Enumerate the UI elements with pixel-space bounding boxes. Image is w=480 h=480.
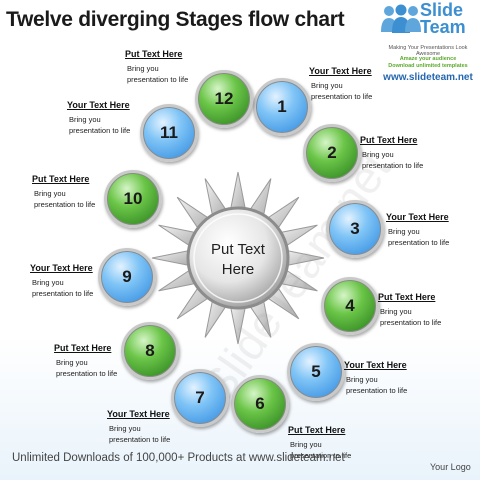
stage-body: Bring you presentation to life (346, 375, 408, 395)
stage-heading: Your Text Here (30, 263, 93, 273)
footer-text: Unlimited Downloads of 100,000+ Products… (12, 452, 345, 464)
logo-brand: Slide Team (420, 0, 480, 37)
center-text-line2: Here (221, 261, 255, 278)
logo-promo: Amaze your audience (399, 56, 457, 62)
stage-circle-7[interactable]: 7 (171, 369, 229, 427)
stage-heading: Put Text Here (378, 292, 436, 302)
stage-circle-3[interactable]: 3 (326, 200, 384, 258)
stage-body: Bring you presentation to life (311, 81, 373, 101)
logo-url: www.slideteam.net (383, 72, 473, 83)
stage-heading: Your Text Here (67, 100, 130, 110)
logo-brand-line1: Slide (420, 0, 464, 20)
stage-circle-1[interactable]: 1 (253, 78, 311, 136)
stage-body: Bring you presentation to life (388, 227, 450, 247)
stage-body: Bring you presentation to life (127, 64, 189, 84)
stage-body: Bring you presentation to life (32, 278, 94, 298)
stage-body: Bring you presentation to life (56, 358, 118, 378)
slideteam-logo: Slide Team Making Your Presentations Loo… (376, 1, 476, 86)
stage-body: Bring you presentation to life (290, 440, 352, 460)
stage-body: Bring you presentation to life (362, 150, 424, 170)
your-logo: Your Logo (430, 462, 471, 472)
stage-heading: Put Text Here (54, 343, 112, 353)
logo-tagline: Making Your Presentations Look Awesome (388, 45, 468, 57)
stage-circle-10[interactable]: 10 (104, 170, 162, 228)
page-title: Twelve diverging Stages flow chart (6, 8, 345, 31)
stage-circle-4[interactable]: 4 (321, 277, 379, 335)
stage-body: Bring you presentation to life (109, 424, 171, 444)
stage-circle-5[interactable]: 5 (287, 343, 345, 401)
stage-circle-2[interactable]: 2 (303, 124, 361, 182)
stage-body: Bring you presentation to life (380, 307, 442, 327)
stage-circle-11[interactable]: 11 (140, 104, 198, 162)
stage-circle-8[interactable]: 8 (121, 322, 179, 380)
center-text-line1: Put Text (211, 241, 265, 258)
stage-heading: Your Text Here (386, 212, 449, 222)
center-text[interactable]: Put Text Here (206, 240, 270, 280)
stage-heading: Put Text Here (32, 174, 90, 184)
stage-heading: Put Text Here (360, 135, 418, 145)
people-icon (381, 4, 421, 33)
logo-promo-download: Download unlimited templates (388, 63, 468, 69)
stage-circle-12[interactable]: 12 (195, 70, 253, 128)
stage-circle-6[interactable]: 6 (231, 375, 289, 433)
stage-heading: Your Text Here (107, 409, 170, 419)
stage-heading: Put Text Here (125, 49, 183, 59)
logo-brand-line2: Team (420, 17, 466, 37)
stage-circle-9[interactable]: 9 (98, 248, 156, 306)
stage-body: Bring you presentation to life (34, 189, 96, 209)
stage-heading: Your Text Here (344, 360, 407, 370)
stage-heading: Your Text Here (309, 66, 372, 76)
stage-body: Bring you presentation to life (69, 115, 131, 135)
stage-heading: Put Text Here (288, 425, 346, 435)
